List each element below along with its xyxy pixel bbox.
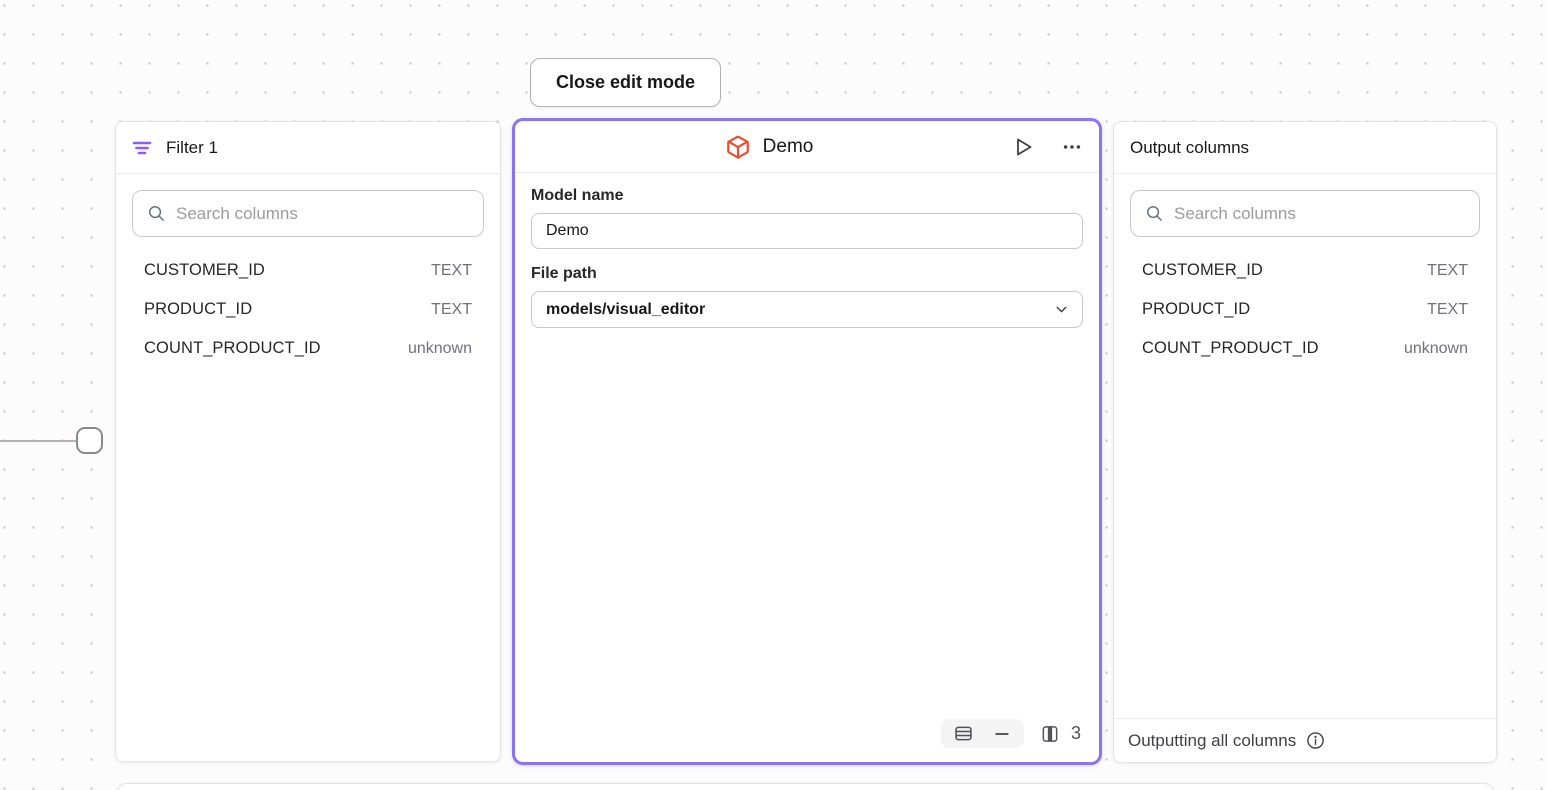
filter-icon	[132, 138, 152, 158]
file-path-label: File path	[531, 265, 597, 282]
output-column-list: CUSTOMER_ID TEXT PRODUCT_ID TEXT COUNT_P…	[1114, 243, 1496, 718]
info-icon[interactable]	[1305, 730, 1326, 751]
search-icon	[147, 204, 166, 223]
column-type: TEXT	[431, 300, 472, 318]
model-cube-icon	[725, 134, 751, 160]
edge-connector-handle[interactable]	[76, 427, 103, 454]
output-footer-text: Outputting all columns	[1128, 730, 1297, 750]
model-node-panel[interactable]: Demo Model name File path models/visual_…	[512, 118, 1102, 765]
run-model-button[interactable]	[1009, 133, 1037, 161]
column-type: TEXT	[1427, 261, 1468, 279]
filter-panel-title: Filter 1	[166, 137, 218, 157]
column-name: COUNT_PRODUCT_ID	[144, 339, 321, 357]
column-type: TEXT	[1427, 300, 1468, 318]
column-row[interactable]: PRODUCT_ID TEXT	[116, 290, 500, 329]
chevron-down-icon	[1053, 301, 1070, 318]
column-row[interactable]: CUSTOMER_ID TEXT	[116, 251, 500, 290]
file-path-value: models/visual_editor	[546, 300, 706, 318]
bottom-results-panel[interactable]	[117, 783, 1494, 790]
filter-search-box	[132, 190, 484, 237]
model-panel-body: Model name File path models/visual_edito…	[515, 173, 1099, 719]
edge-connector-line	[0, 440, 78, 442]
column-name: COUNT_PRODUCT_ID	[1142, 339, 1319, 357]
column-row[interactable]: COUNT_PRODUCT_ID unknown	[116, 329, 500, 368]
output-panel-header: Output columns	[1114, 122, 1496, 174]
column-type: TEXT	[431, 261, 472, 279]
model-name-input[interactable]	[531, 213, 1083, 249]
model-panel-footer: 3	[515, 719, 1099, 762]
filter-node-panel[interactable]: Filter 1 CUSTOMER_ID TEXT PRODUCT_ID TEX…	[115, 121, 501, 762]
column-name: PRODUCT_ID	[1142, 300, 1251, 318]
column-row[interactable]: COUNT_PRODUCT_ID unknown	[1114, 329, 1496, 368]
column-type: unknown	[1403, 339, 1468, 357]
model-title-wrap: Demo	[529, 134, 1009, 160]
output-search-box	[1130, 190, 1480, 237]
filter-search-input[interactable]	[176, 203, 469, 224]
close-edit-mode-button[interactable]: Close edit mode	[530, 58, 721, 107]
column-row[interactable]: PRODUCT_ID TEXT	[1114, 290, 1496, 329]
file-path-select[interactable]: models/visual_editor	[531, 291, 1083, 328]
more-options-button[interactable]	[1059, 134, 1085, 160]
column-name: PRODUCT_ID	[144, 300, 253, 318]
collapse-view-button[interactable]	[990, 722, 1014, 746]
column-row[interactable]: CUSTOMER_ID TEXT	[1114, 251, 1496, 290]
columns-icon	[1040, 724, 1060, 744]
output-search-input[interactable]	[1174, 203, 1465, 224]
column-count: 3	[1070, 723, 1081, 743]
filter-column-list: CUSTOMER_ID TEXT PRODUCT_ID TEXT COUNT_P…	[116, 243, 500, 761]
view-toggle-group	[940, 719, 1024, 748]
model-panel-title: Demo	[762, 135, 814, 157]
output-panel-footer: Outputting all columns	[1114, 718, 1496, 762]
model-name-label: Model name	[531, 187, 624, 204]
column-type: unknown	[407, 339, 472, 357]
model-panel-actions	[1009, 133, 1085, 161]
column-count-group: 3	[1040, 723, 1081, 744]
table-rows-view-button[interactable]	[951, 721, 976, 746]
search-icon	[1145, 204, 1164, 223]
column-name: CUSTOMER_ID	[144, 261, 265, 279]
model-panel-header: Demo	[515, 121, 1099, 173]
column-name: CUSTOMER_ID	[1142, 261, 1263, 279]
filter-panel-header: Filter 1	[116, 122, 500, 174]
output-panel-title: Output columns	[1130, 137, 1250, 157]
output-columns-panel[interactable]: Output columns CUSTOMER_ID TEXT PRODUCT_…	[1113, 121, 1497, 763]
